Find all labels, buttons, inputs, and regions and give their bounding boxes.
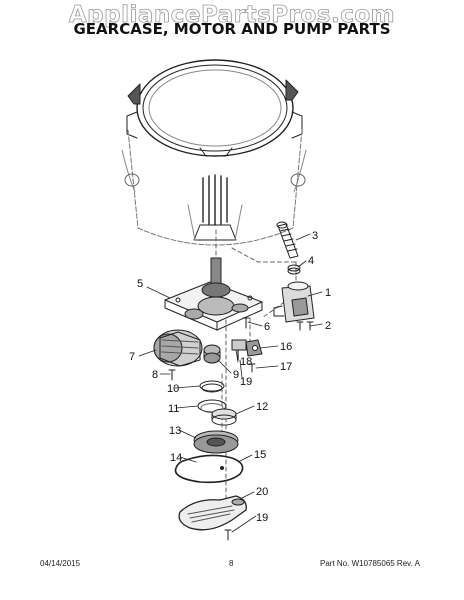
callout-leader-lines bbox=[138, 233, 323, 533]
retainer-ring-drawing bbox=[199, 380, 225, 393]
callout-14: 14 bbox=[170, 452, 182, 464]
shield-screw-drawing bbox=[224, 529, 232, 541]
callout-12: 12 bbox=[256, 401, 268, 413]
shield-drawing bbox=[178, 495, 247, 531]
callout-11: 11 bbox=[168, 403, 179, 415]
watermark-text: AppliancePartsPros.com bbox=[68, 2, 396, 29]
callout-10: 10 bbox=[167, 383, 179, 395]
callout-5: 5 bbox=[137, 278, 143, 290]
callout-7: 7 bbox=[129, 351, 135, 363]
drain-hose-drawing bbox=[276, 221, 299, 259]
page-title: GEARCASE, MOTOR AND PUMP PARTS bbox=[73, 20, 391, 38]
callout-18: 18 bbox=[240, 356, 252, 368]
callout-13: 13 bbox=[169, 425, 181, 437]
pump-drawing bbox=[273, 281, 315, 323]
footer-page-number: 8 bbox=[229, 559, 234, 568]
callout-19-lower: 19 bbox=[256, 512, 268, 524]
outer-tub-drawing bbox=[121, 59, 307, 246]
footer-date: 04/14/2015 bbox=[40, 559, 81, 568]
callout-20: 20 bbox=[256, 486, 268, 498]
pulley-drawing bbox=[193, 430, 239, 454]
coupler-drawing bbox=[203, 344, 221, 364]
callout-15: 15 bbox=[254, 449, 266, 461]
callout-17: 17 bbox=[280, 361, 292, 373]
gearcase-drawing bbox=[164, 257, 263, 331]
callout-1: 1 bbox=[325, 287, 331, 299]
motor-screw-drawing bbox=[168, 369, 176, 381]
motor-bracket-drawing bbox=[231, 339, 263, 361]
callout-6: 6 bbox=[264, 321, 270, 333]
gearcase-screw-drawing bbox=[242, 317, 250, 329]
callout-16: 16 bbox=[280, 341, 292, 353]
bracket-screw-drawing bbox=[248, 363, 256, 373]
collar-drawing bbox=[211, 408, 237, 426]
motor-drawing bbox=[153, 329, 203, 367]
hose-clamp-drawing bbox=[287, 264, 301, 275]
belt-drawing bbox=[174, 454, 244, 484]
callout-4: 4 bbox=[308, 255, 314, 267]
assembly-guide-lines bbox=[215, 229, 297, 521]
callout-3: 3 bbox=[312, 230, 318, 242]
footer-part-number: Part No. W10785065 Rev. A bbox=[320, 559, 420, 568]
callout-8: 8 bbox=[152, 369, 158, 381]
callout-9: 9 bbox=[233, 369, 239, 381]
callout-2: 2 bbox=[325, 320, 331, 332]
callout-19-upper: 19 bbox=[240, 376, 252, 388]
